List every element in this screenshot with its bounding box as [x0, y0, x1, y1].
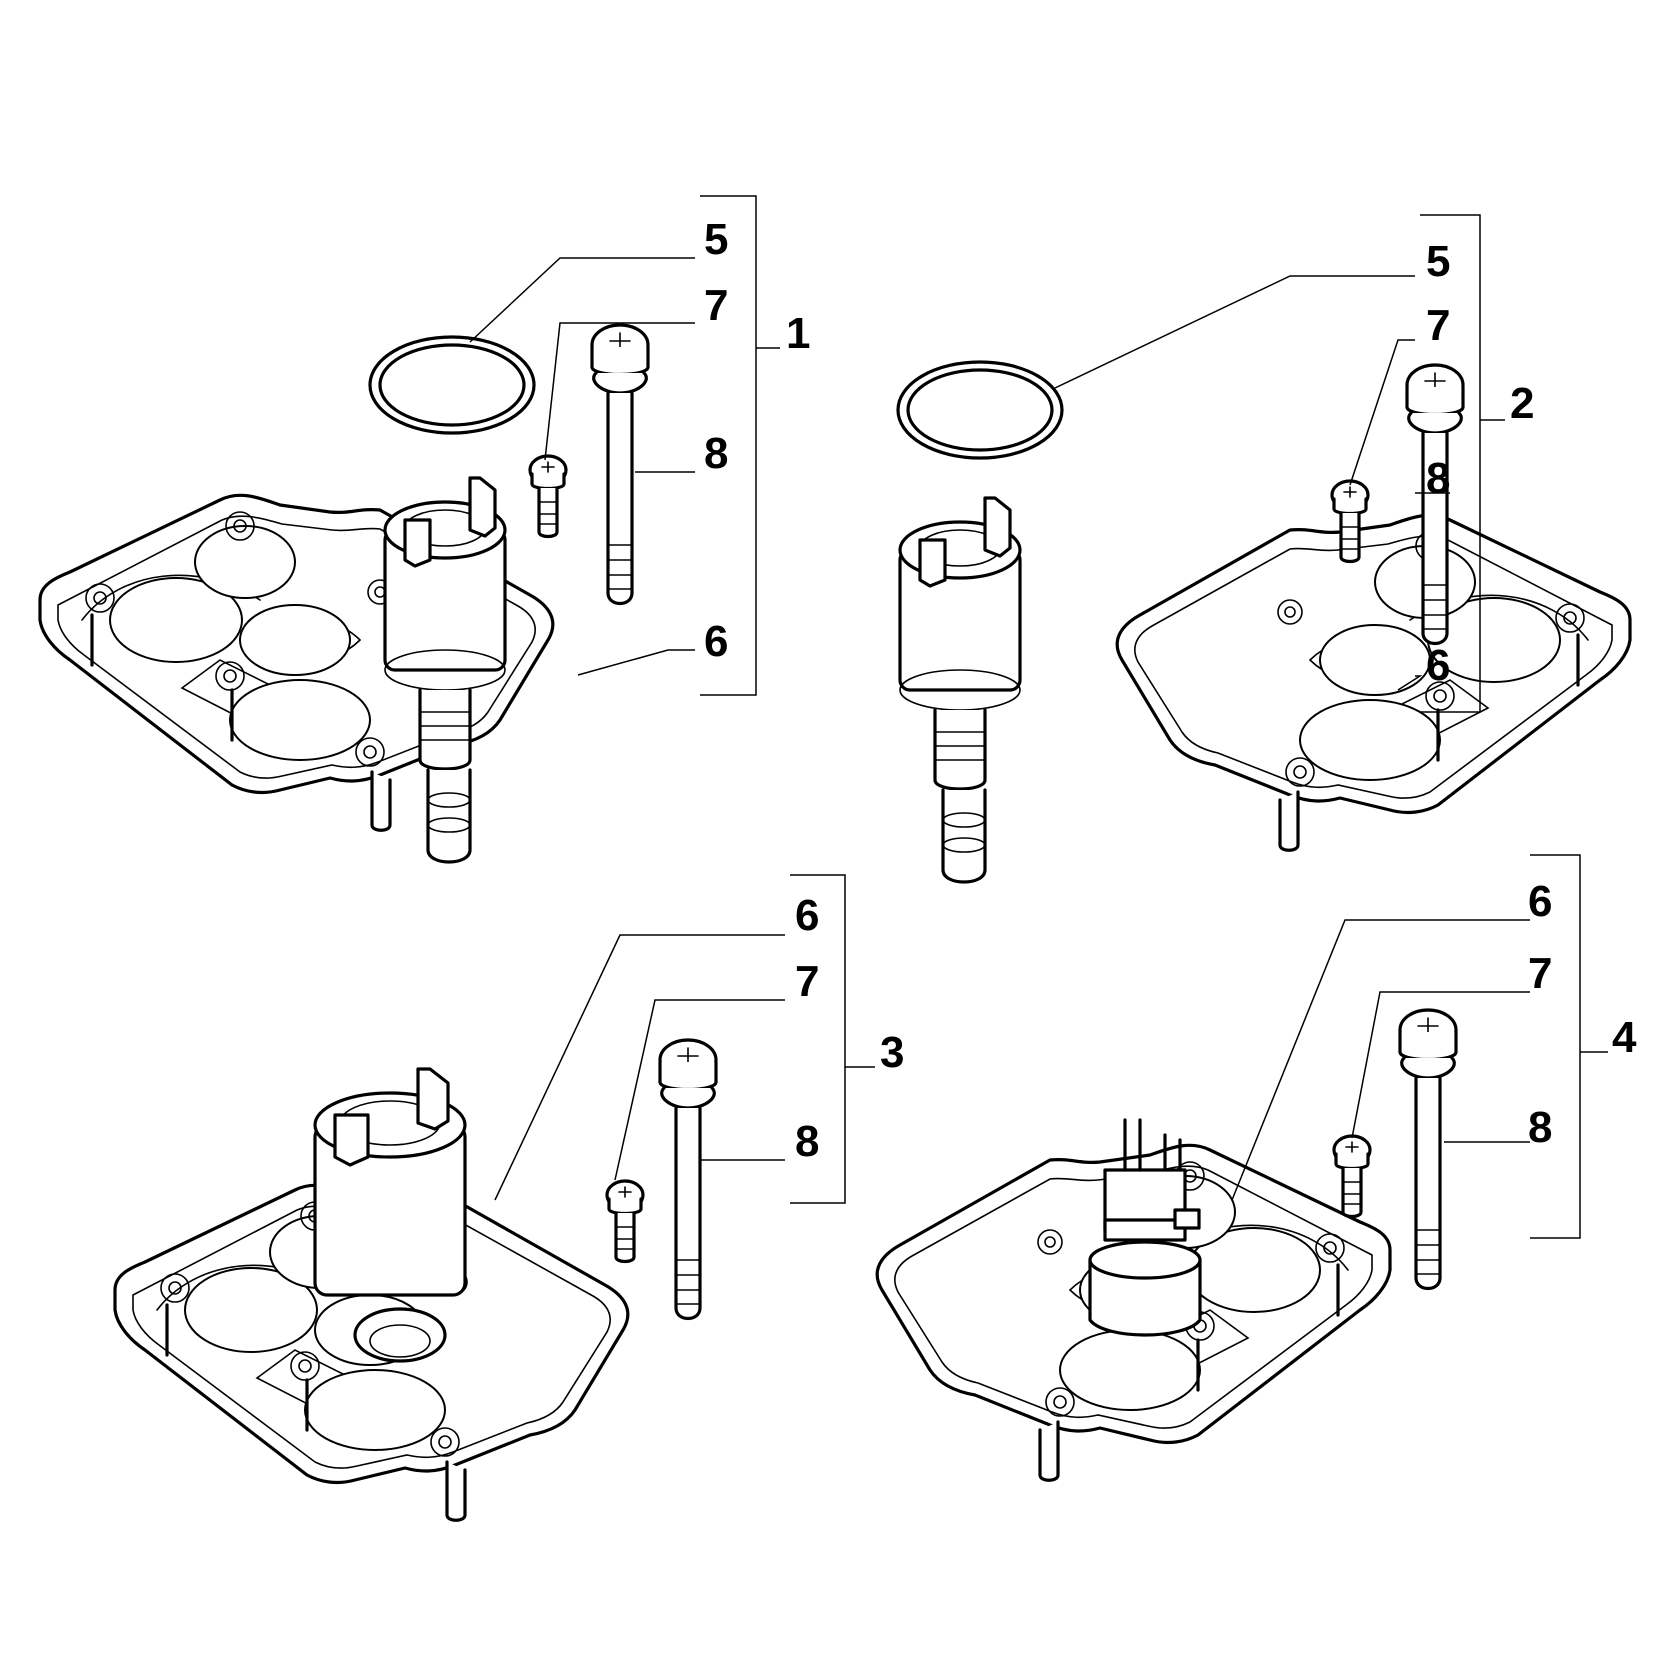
callout-6-a3: 6: [795, 891, 819, 940]
plate-2: [1115, 513, 1632, 852]
assembly-ref-4: 4: [1612, 1013, 1637, 1062]
long-bolt-3: [658, 1038, 718, 1321]
callout-6-a4: 6: [1528, 877, 1552, 926]
solenoid-2: [898, 496, 1022, 884]
callout-7-a3: 7: [795, 957, 819, 1006]
small-screw-1: [528, 454, 568, 539]
callout-8-a4: 8: [1528, 1103, 1552, 1152]
callout-7-a1: 7: [704, 281, 728, 330]
assembly-ref-3: 3: [880, 1028, 904, 1077]
callout-8-a2: 8: [1426, 454, 1450, 503]
callout-5-a1: 5: [704, 215, 728, 264]
long-bolt-1: [590, 323, 650, 606]
callout-8-a3: 8: [795, 1117, 819, 1166]
small-screw-3: [605, 1179, 645, 1264]
assembly-4: 6 7 8 4: [875, 854, 1637, 1482]
ring-seal-1: [368, 335, 536, 435]
callout-7-a4: 7: [1528, 949, 1552, 998]
callout-7-a2: 7: [1426, 301, 1450, 350]
small-screw-4: [1332, 1134, 1372, 1219]
callout-8-a1: 8: [704, 429, 728, 478]
callout-6-a1: 6: [704, 617, 728, 666]
solenoid-1: [383, 476, 507, 864]
assembly-3: 6 7 8 3: [113, 874, 904, 1522]
callout-6-a2: 6: [1426, 641, 1450, 690]
assembly-1: 5 7 8 6 1: [38, 195, 810, 864]
assembly-ref-1: 1: [786, 309, 810, 358]
assembly-2: 5 7 8 6 2: [896, 214, 1632, 884]
assembly-ref-2: 2: [1510, 379, 1534, 428]
long-bolt-4: [1398, 1008, 1458, 1291]
ring-seal-2: [896, 360, 1064, 460]
callout-5-a2: 5: [1426, 237, 1450, 286]
